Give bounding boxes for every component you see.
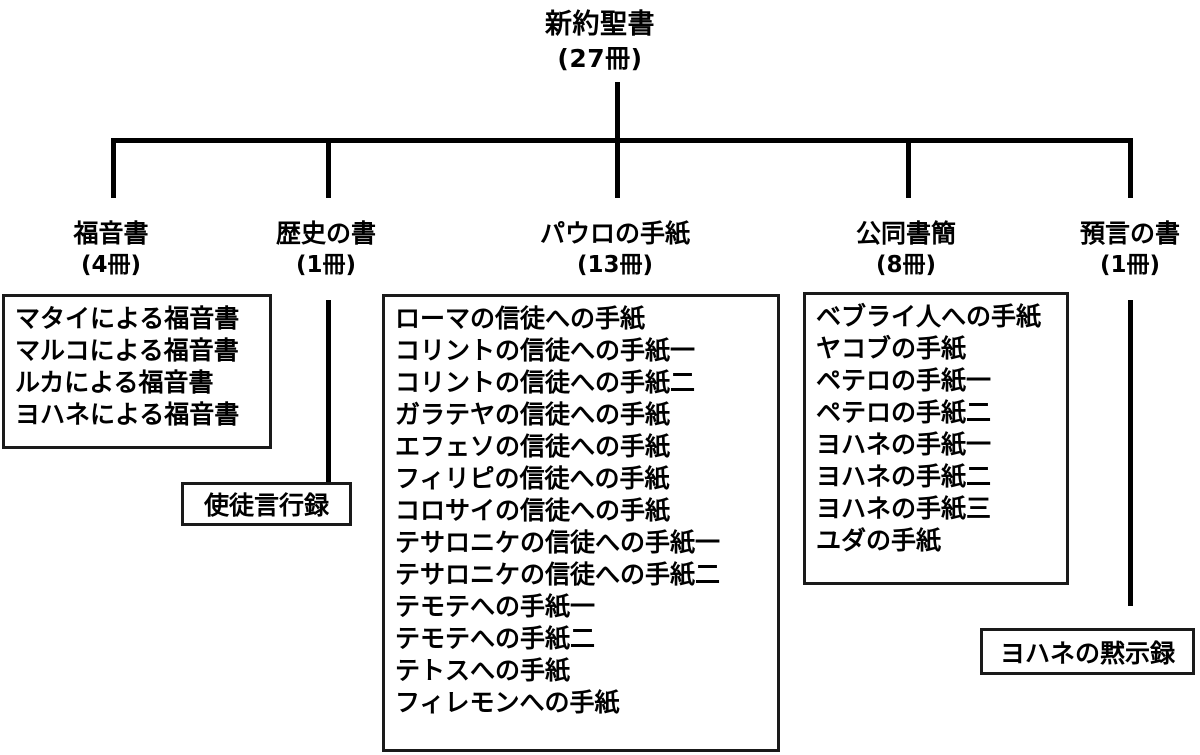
book-item: ヨハネによる福音書 [15,400,240,429]
book-item: ベブライ人への手紙 [816,302,1042,331]
root-stem-line [615,82,620,143]
category-label-prophecy: 預言の書 (1冊) [1035,218,1200,280]
drop-line-pauline [615,138,620,198]
category-label-pauline-text: パウロの手紙 [539,219,690,248]
drop-line-catholic [906,138,911,198]
book-item: フィリピの信徒への手紙 [395,464,670,493]
drop-line-history [326,138,331,198]
category-label-history-text: 歴史の書 [275,219,376,248]
book-item: マルコによる福音書 [15,336,239,365]
book-item: ヨハネの黙示録 [999,638,1175,668]
book-item: フィレモンへの手紙 [395,688,620,717]
book-item: テサロニケの信徒への手紙二 [395,560,721,589]
book-item: エフェソの信徒への手紙 [395,432,671,461]
book-item: テトスへの手紙 [395,656,571,685]
category-label-gospels-count: (4冊) [80,251,142,278]
book-item: テモテへの手紙一 [395,592,596,621]
book-item: テモテへの手紙二 [395,624,596,653]
category-label-catholic-text: 公同書簡 [855,219,956,248]
book-item: ガラテヤの信徒への手紙 [395,400,671,429]
category-label-prophecy-count: (1冊) [1099,251,1161,278]
category-label-history: 歴史の書 (1冊) [231,218,421,280]
category-label-gospels-text: 福音書 [73,219,149,248]
book-item: ヨハネの手紙二 [816,462,992,491]
book-item: ヤコブの手紙 [816,334,967,363]
book-item: ユダの手紙 [816,526,942,555]
book-list-gospels: マタイによる福音書 マルコによる福音書 ルカによる福音書 ヨハネによる福音書 [15,303,259,431]
book-item: テサロニケの信徒への手紙一 [395,528,721,557]
book-item: ローマの信徒への手紙 [395,304,646,333]
book-list-pauline: ローマの信徒への手紙 コリントの信徒への手紙一 コリントの信徒への手紙二 ガラテ… [395,303,767,719]
category-label-prophecy-text: 預言の書 [1079,219,1180,248]
book-item: ヨハネの手紙三 [816,494,992,523]
category-label-history-count: (1冊) [295,251,357,278]
book-item: 使徒言行録 [203,491,329,520]
book-box-history: 使徒言行録 [181,482,352,526]
root-title: 新約聖書 (27冊) [0,8,1200,75]
stem-line-history [326,300,331,482]
root-title-count: (27冊) [557,43,643,73]
drop-line-prophecy [1128,138,1133,198]
category-label-pauline: パウロの手紙 (13冊) [495,218,735,280]
book-item: ペテロの手紙二 [816,398,992,427]
category-label-gospels: 福音書 (4冊) [16,218,206,280]
book-item: コロサイの信徒への手紙 [395,496,671,525]
category-label-pauline-count: (13冊) [576,251,654,278]
book-box-catholic: ベブライ人への手紙 ヤコブの手紙 ペテロの手紙一 ペテロの手紙二 ヨハネの手紙一… [803,292,1069,585]
book-item: コリントの信徒への手紙一 [395,336,696,365]
book-item: マタイによる福音書 [15,304,240,333]
category-label-catholic: 公同書簡 (8冊) [811,218,1001,280]
book-box-prophecy: ヨハネの黙示録 [980,628,1195,675]
book-item: コリントの信徒への手紙二 [395,368,696,397]
branch-bus-line [111,138,1133,143]
book-list-catholic: ベブライ人への手紙 ヤコブの手紙 ペテロの手紙一 ペテロの手紙二 ヨハネの手紙一… [816,301,1056,557]
book-box-gospels: マタイによる福音書 マルコによる福音書 ルカによる福音書 ヨハネによる福音書 [2,294,272,449]
drop-line-gospels [111,138,116,198]
book-box-pauline: ローマの信徒への手紙 コリントの信徒への手紙一 コリントの信徒への手紙二 ガラテ… [382,294,780,752]
book-item: ルカによる福音書 [15,368,214,397]
book-item: ペテロの手紙一 [816,366,992,395]
book-item: ヨハネの手紙一 [816,430,992,459]
root-title-text: 新約聖書 [545,9,655,40]
category-label-catholic-count: (8冊) [875,251,937,278]
stem-line-prophecy [1128,300,1133,606]
